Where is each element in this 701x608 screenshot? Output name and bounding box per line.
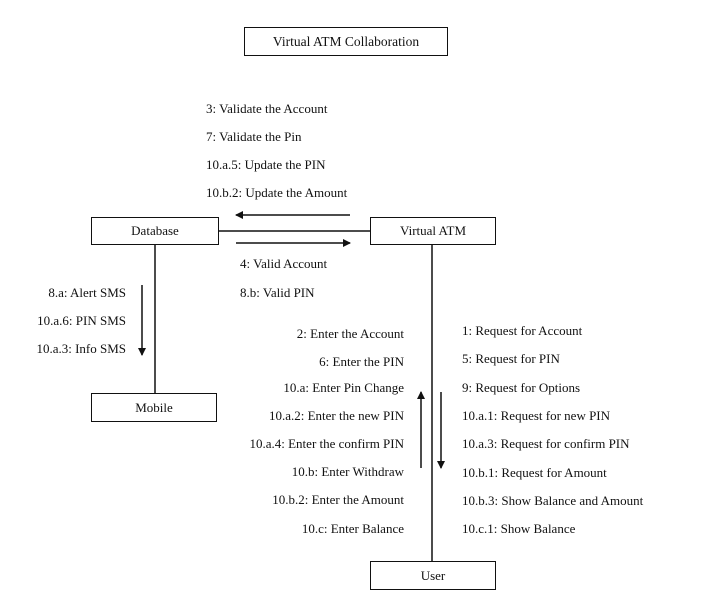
msg-request-account: 1: Request for Account bbox=[462, 323, 583, 338]
mobile-object: Mobile bbox=[91, 393, 217, 422]
msg-request-confirm-pin: 10.a.3: Request for confirm PIN bbox=[462, 436, 630, 451]
user-object: User bbox=[370, 561, 496, 590]
msg-alert-sms: 8.a: Alert SMS bbox=[48, 285, 126, 300]
msg-valid-pin: 8.b: Valid PIN bbox=[240, 285, 315, 300]
diagram-title: Virtual ATM Collaboration bbox=[244, 27, 448, 56]
msg-validate-pin: 7: Validate the Pin bbox=[206, 129, 302, 144]
msg-enter-confirm-pin: 10.a.4: Enter the confirm PIN bbox=[249, 436, 404, 451]
msg-enter-balance: 10.c: Enter Balance bbox=[301, 521, 404, 536]
msg-valid-account: 4: Valid Account bbox=[240, 256, 328, 271]
msg-request-pin: 5: Request for PIN bbox=[462, 351, 560, 366]
msg-request-new-pin: 10.a.1: Request for new PIN bbox=[462, 408, 611, 423]
msg-pin-sms: 10.a.6: PIN SMS bbox=[37, 313, 126, 328]
msg-update-amount: 10.b.2: Update the Amount bbox=[206, 185, 348, 200]
msg-show-balance-amount: 10.b.3: Show Balance and Amount bbox=[462, 493, 644, 508]
msg-enter-pin: 6: Enter the PIN bbox=[319, 354, 404, 369]
msg-enter-account: 2: Enter the Account bbox=[296, 326, 404, 341]
msg-validate-account: 3: Validate the Account bbox=[206, 101, 328, 116]
virtual-atm-object: Virtual ATM bbox=[370, 217, 496, 245]
msg-request-amount: 10.b.1: Request for Amount bbox=[462, 465, 607, 480]
msg-info-sms: 10.a.3: Info SMS bbox=[36, 341, 126, 356]
msg-show-balance: 10.c.1: Show Balance bbox=[462, 521, 576, 536]
msg-enter-amount: 10.b.2: Enter the Amount bbox=[272, 492, 404, 507]
msg-update-pin: 10.a.5: Update the PIN bbox=[206, 157, 326, 172]
msg-enter-pin-change: 10.a: Enter Pin Change bbox=[283, 380, 404, 395]
database-object: Database bbox=[91, 217, 219, 245]
msg-request-options: 9: Request for Options bbox=[462, 380, 581, 395]
msg-enter-withdraw: 10.b: Enter Withdraw bbox=[291, 464, 404, 479]
msg-enter-new-pin: 10.a.2: Enter the new PIN bbox=[268, 408, 404, 423]
